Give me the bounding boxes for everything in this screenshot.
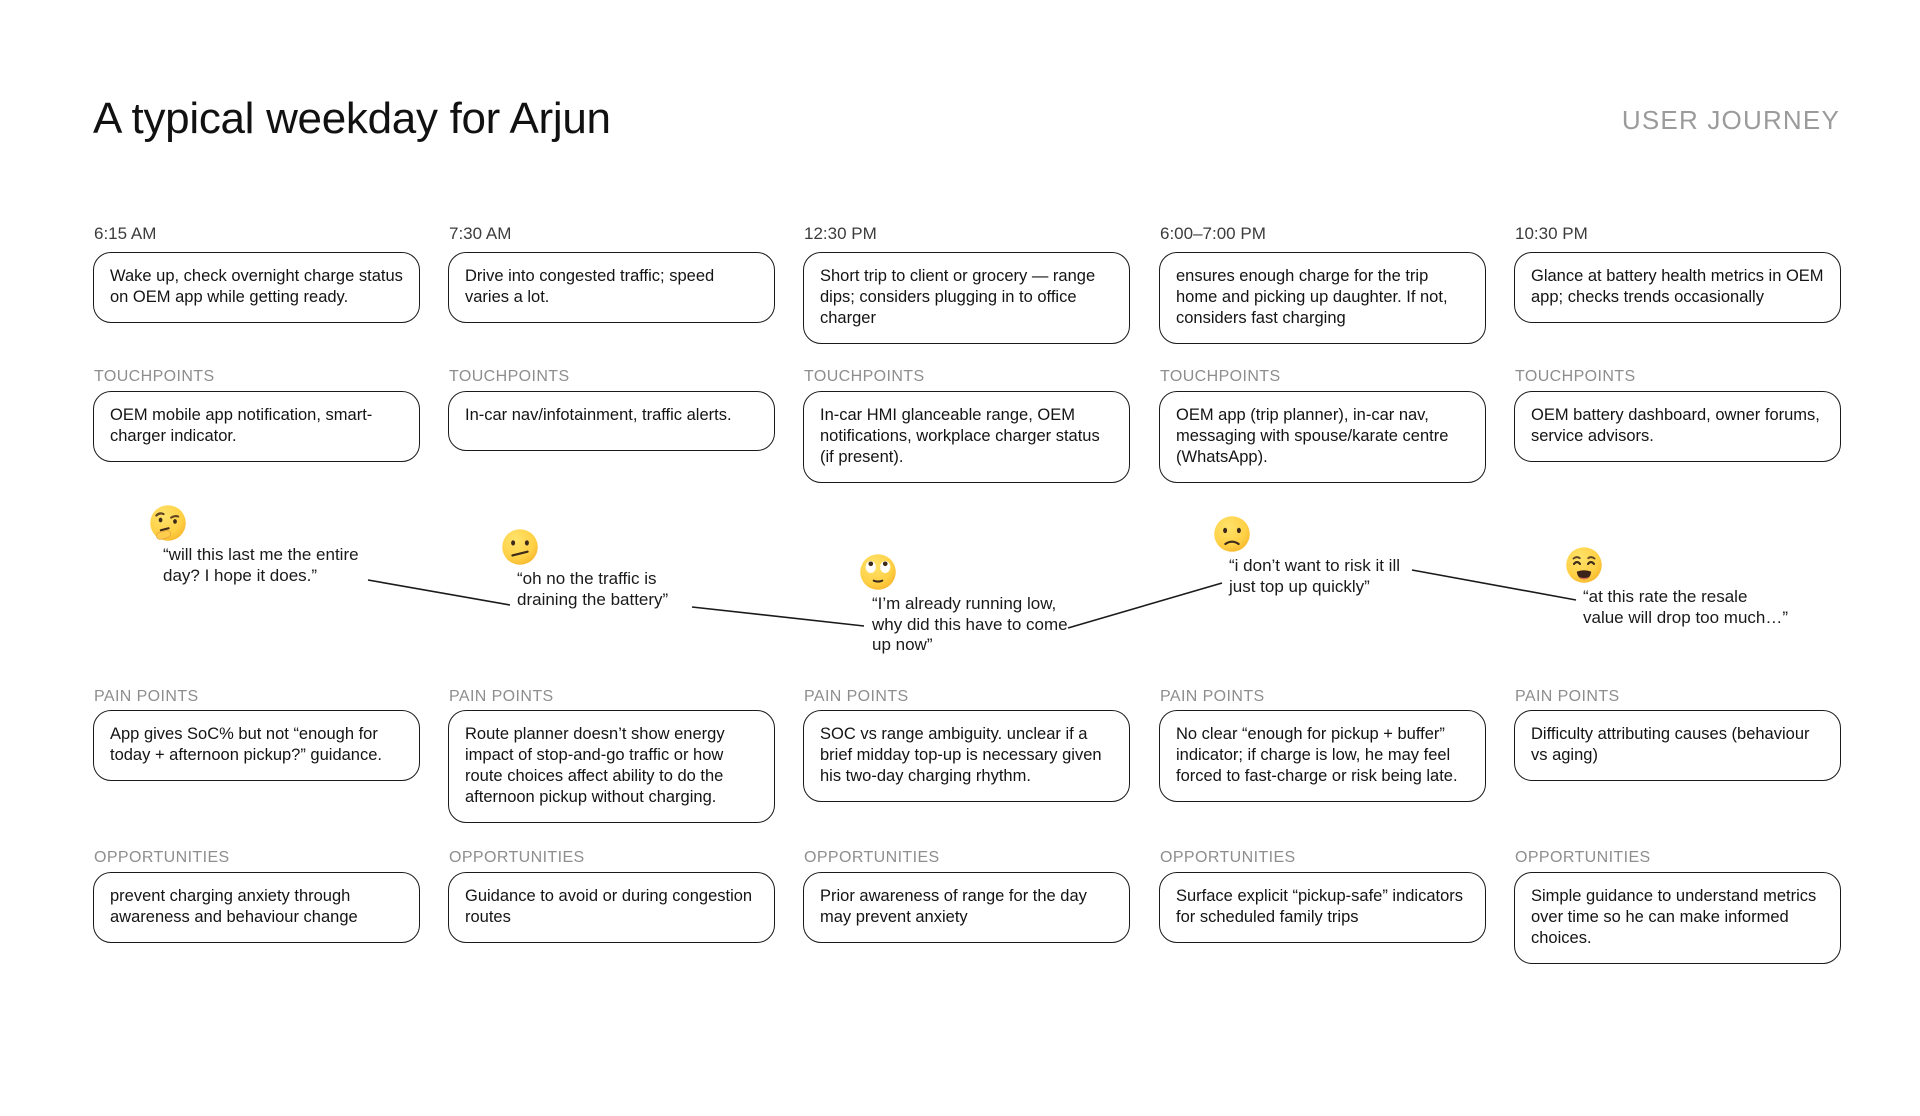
pain-points-box: No clear “enough for pickup + buffer” in… xyxy=(1159,710,1486,802)
journey-column-600pm: 6:00–7:00 PM ensures enough charge for t… xyxy=(1159,0,1486,1116)
touchpoints-box: OEM battery dashboard, owner forums, ser… xyxy=(1514,391,1841,462)
time-label: 10:30 PM xyxy=(1515,224,1588,243)
touchpoints-label: TOUCHPOINTS xyxy=(94,368,215,385)
touchpoints-label: TOUCHPOINTS xyxy=(1515,368,1636,385)
opportunities-box: prevent charging anxiety through awarene… xyxy=(93,872,420,943)
opportunities-label: OPPORTUNITIES xyxy=(449,849,585,866)
journey-column-615am: 6:15 AM Wake up, check overnight charge … xyxy=(93,0,420,1116)
activity-box: Wake up, check overnight charge status o… xyxy=(93,252,420,323)
time-label: 6:00–7:00 PM xyxy=(1160,224,1266,243)
activity-box: Glance at battery health metrics in OEM … xyxy=(1514,252,1841,323)
touchpoints-label: TOUCHPOINTS xyxy=(804,368,925,385)
touchpoints-box: OEM mobile app notification, smart-charg… xyxy=(93,391,420,462)
pain-points-label: PAIN POINTS xyxy=(1160,688,1265,705)
journey-column-1230pm: 12:30 PM Short trip to client or grocery… xyxy=(803,0,1130,1116)
touchpoints-box: In-car HMI glanceable range, OEM notific… xyxy=(803,391,1130,483)
pain-points-label: PAIN POINTS xyxy=(94,688,199,705)
activity-box: Short trip to client or grocery — range … xyxy=(803,252,1130,344)
activity-box: Drive into congested traffic; speed vari… xyxy=(448,252,775,323)
pain-points-box: SOC vs range ambiguity. unclear if a bri… xyxy=(803,710,1130,802)
emotion-quote: “i don’t want to risk it ill just top up… xyxy=(1229,556,1400,596)
pain-points-box: Route planner doesn’t show energy impact… xyxy=(448,710,775,823)
opportunities-label: OPPORTUNITIES xyxy=(1160,849,1296,866)
journey-column-730am: 7:30 AM Drive into congested traffic; sp… xyxy=(448,0,775,1116)
thinking-face-emoji xyxy=(150,505,186,541)
pain-points-box: App gives SoC% but not “enough for today… xyxy=(93,710,420,781)
pain-points-label: PAIN POINTS xyxy=(804,688,909,705)
touchpoints-label: TOUCHPOINTS xyxy=(1160,368,1281,385)
activity-box: ensures enough charge for the trip home … xyxy=(1159,252,1486,344)
journey-column-1030pm: 10:30 PM Glance at battery health metric… xyxy=(1514,0,1841,1116)
journey-tag: USER JOURNEY xyxy=(1621,105,1840,135)
opportunities-box: Prior awareness of range for the day may… xyxy=(803,872,1130,943)
opportunities-box: Simple guidance to understand metrics ov… xyxy=(1514,872,1841,964)
pain-points-label: PAIN POINTS xyxy=(449,688,554,705)
opportunities-box: Guidance to avoid or during congestion r… xyxy=(448,872,775,943)
emotion-quote: “oh no the traffic is draining the batte… xyxy=(517,569,669,609)
opportunities-label: OPPORTUNITIES xyxy=(94,849,230,866)
touchpoints-box: In-car nav/infotainment, traffic alerts. xyxy=(448,391,775,451)
opportunities-label: OPPORTUNITIES xyxy=(804,849,940,866)
opportunities-label: OPPORTUNITIES xyxy=(1515,849,1651,866)
pain-points-box: Difficulty attributing causes (behaviour… xyxy=(1514,710,1841,781)
pain-points-label: PAIN POINTS xyxy=(1515,688,1620,705)
emotion-quote: “will this last me the entire day? I hop… xyxy=(163,545,359,585)
emotion-quote: “at this rate the resale value will drop… xyxy=(1583,587,1789,627)
touchpoints-box: OEM app (trip planner), in-car nav, mess… xyxy=(1159,391,1486,483)
time-label: 6:15 AM xyxy=(94,224,157,243)
time-label: 7:30 AM xyxy=(449,224,512,243)
time-label: 12:30 PM xyxy=(804,224,877,243)
emotion-quote: “I’m already running low, why did this h… xyxy=(872,594,1068,655)
page-title: A typical weekday for Arjun xyxy=(93,94,611,143)
face-with-diagonal-mouth-emoji xyxy=(502,529,538,565)
touchpoints-label: TOUCHPOINTS xyxy=(449,368,570,385)
face-with-rolling-eyes-emoji xyxy=(860,554,896,590)
weary-face-emoji xyxy=(1566,547,1602,583)
slightly-frowning-face-emoji xyxy=(1214,516,1250,552)
opportunities-box: Surface explicit “pickup-safe” indicator… xyxy=(1159,872,1486,943)
